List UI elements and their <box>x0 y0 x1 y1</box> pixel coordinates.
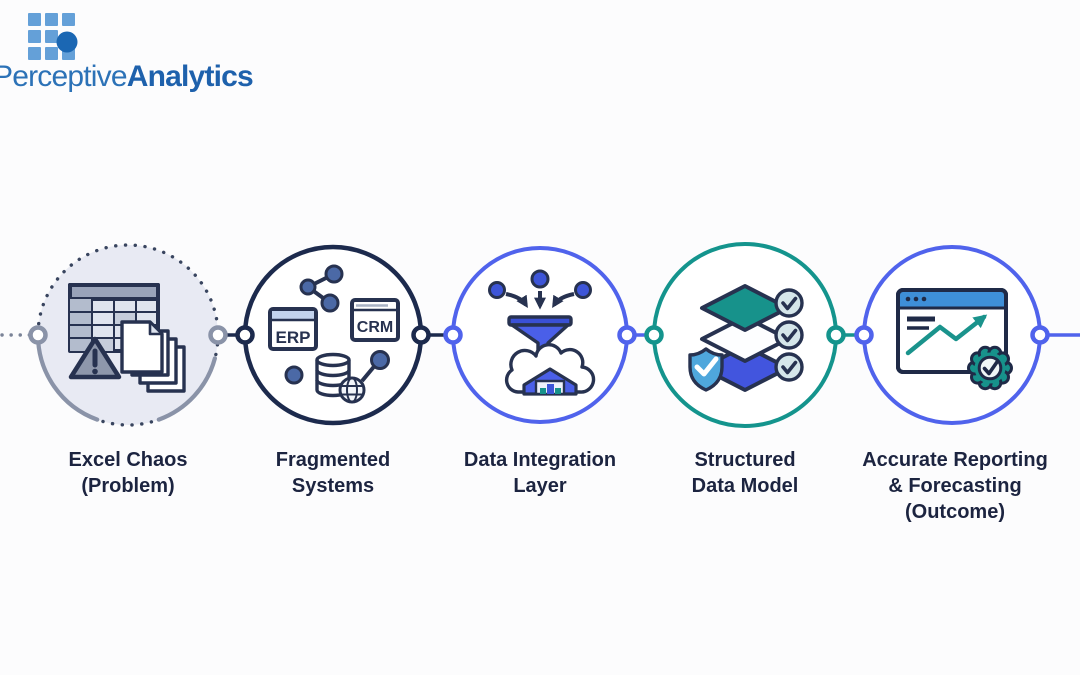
perceptive-analytics-logo: PerceptiveAnalytics <box>0 0 300 110</box>
stage-label-structured-data-model: Structured Data Model <box>635 447 855 499</box>
funnel-cloud-warehouse-icon <box>488 269 596 396</box>
node-stage4-right <box>826 325 846 345</box>
node-stage4-left <box>644 325 664 345</box>
label-line: Excel Chaos <box>68 449 188 471</box>
stage-label-fragmented-systems: Fragmented Systems <box>223 447 443 499</box>
node-stage1-left <box>28 325 48 345</box>
label-line: Structured <box>694 449 796 471</box>
crm-label: CRM <box>357 319 393 336</box>
shield-check-icon <box>688 347 724 392</box>
node-stage2-left <box>235 325 255 345</box>
crm-window-icon: CRM <box>350 298 400 342</box>
label-line: (Problem) <box>81 475 175 497</box>
label-line: & Forecasting <box>888 475 1022 497</box>
timeline-nodes <box>28 325 1050 345</box>
label-line: Fragmented <box>275 449 391 471</box>
node-stage1-right <box>208 325 228 345</box>
label-line: (Outcome) <box>905 501 1005 523</box>
label-line: Data Model <box>691 475 799 497</box>
erp-crm-database-share-icon: ERP CRM <box>268 264 400 404</box>
logo-text-analytics: Analytics <box>126 60 254 93</box>
stage-label-accurate-reporting: Accurate Reporting & Forecasting (Outcom… <box>840 447 1070 525</box>
certified-badge-icon <box>967 345 1013 391</box>
spreadsheet-warning-document-stack-icon <box>68 283 186 393</box>
stage-label-data-integration: Data Integration Layer <box>430 447 650 499</box>
label-line: Data Integration <box>463 449 617 471</box>
node-stage5-left <box>854 325 874 345</box>
label-line: Layer <box>513 475 567 497</box>
logo-wordmark: PerceptiveAnalytics <box>0 60 254 94</box>
warehouse-icon <box>522 367 578 396</box>
logo-grid-icon <box>28 13 78 60</box>
check-circles <box>774 288 804 382</box>
node-stage5-right <box>1030 325 1050 345</box>
stage-label-excel-chaos: Excel Chaos (Problem) <box>18 447 238 499</box>
logo-text-perceptive: Perceptive <box>0 60 128 93</box>
warning-triangle-icon <box>68 336 122 380</box>
window-dots <box>905 296 927 302</box>
label-line: Accurate Reporting <box>862 449 1048 471</box>
node-stage3-right <box>617 325 637 345</box>
globe-icon <box>338 376 366 404</box>
label-line: Systems <box>291 475 375 497</box>
erp-label: ERP <box>276 328 311 347</box>
report-window-trend-badge-icon <box>896 288 1013 391</box>
logo-dot <box>56 31 78 53</box>
node-stage2-right <box>411 325 431 345</box>
erp-window-icon: ERP <box>268 307 318 351</box>
trend-line-arrow <box>905 314 988 356</box>
node-stage3-left <box>443 325 463 345</box>
stacked-layers-checks-shield-icon <box>688 284 804 392</box>
